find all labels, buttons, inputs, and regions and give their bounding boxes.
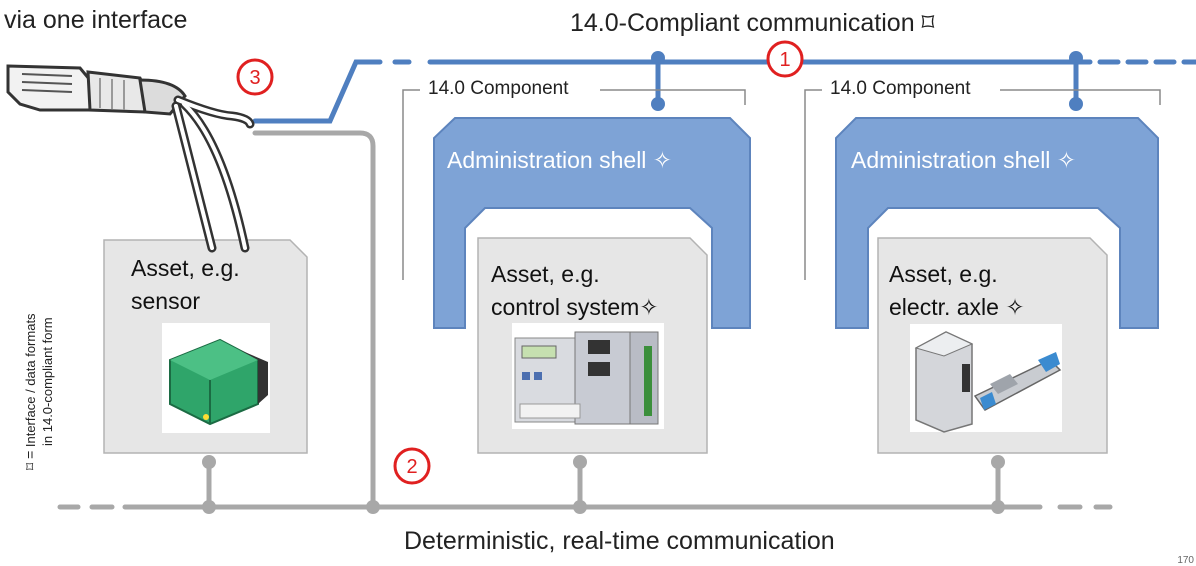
bus-node (202, 500, 216, 514)
realtime-nodes (202, 455, 1005, 514)
legend: ⌑ = Interface / data formats in 14.0-com… (22, 210, 72, 470)
bus-node (651, 97, 665, 111)
component-bracket-2 (804, 89, 1161, 280)
bus-node (1069, 51, 1083, 65)
bus-node (991, 455, 1005, 469)
asset-axle-line2: electr. axle ✧ (889, 294, 1025, 320)
asset-axle-text: Asset, e.g. electr. axle ✧ (889, 258, 1025, 324)
admin-shell-1 (433, 117, 751, 329)
admin-shell-label-1: Administration shell ✧ (447, 147, 673, 173)
bus-node (991, 500, 1005, 514)
bus-node (651, 51, 665, 65)
marker-1 (766, 40, 804, 78)
marker-3 (236, 58, 274, 96)
legend-symbol: ⌑ = (22, 450, 38, 470)
asset-control-text: Asset, e.g. control system✧ (491, 258, 659, 324)
asset-control-line1: Asset, e.g. (491, 261, 600, 287)
compliant-bus (252, 59, 1196, 124)
admin-shell-2 (835, 117, 1159, 329)
sensor-image (162, 323, 270, 433)
marker-2-label: 2 (406, 456, 417, 478)
marker-3-label: 3 (249, 67, 260, 89)
asset-sensor-line1: Asset, e.g. (131, 255, 240, 281)
electric-axle-image (910, 324, 1062, 433)
bus-node (1069, 97, 1083, 111)
asset-sensor-text: Asset, e.g. sensor (131, 252, 240, 318)
control-system-image (512, 323, 664, 429)
asset-axle-line1: Asset, e.g. (889, 261, 998, 287)
bus-node (573, 455, 587, 469)
title-compliant-communication: 14.0-Compliant communication ⌑ (570, 9, 935, 37)
title-via-one-interface: via one interface (4, 6, 188, 34)
ethernet-connector-icon (6, 64, 255, 253)
component-label-2: 14.0 Component (824, 78, 977, 100)
component-bracket-1 (402, 89, 746, 280)
legend-line2: in 14.0-compliant form (40, 317, 55, 446)
marker-2 (393, 447, 431, 485)
asset-sensor-line2: sensor (131, 288, 201, 314)
bus-node (573, 500, 587, 514)
page-number: 170 (1177, 555, 1194, 566)
bus-node (366, 500, 380, 514)
marker-1-label: 1 (779, 49, 790, 71)
asset-control-line2: control system✧ (491, 294, 659, 320)
component-label-1: 14.0 Component (422, 78, 575, 100)
legend-line1: Interface / data formats (23, 313, 38, 448)
bus-node (202, 455, 216, 469)
title-realtime-communication: Deterministic, real-time communication (404, 527, 835, 555)
admin-shell-label-2: Administration shell ✧ (851, 147, 1077, 173)
